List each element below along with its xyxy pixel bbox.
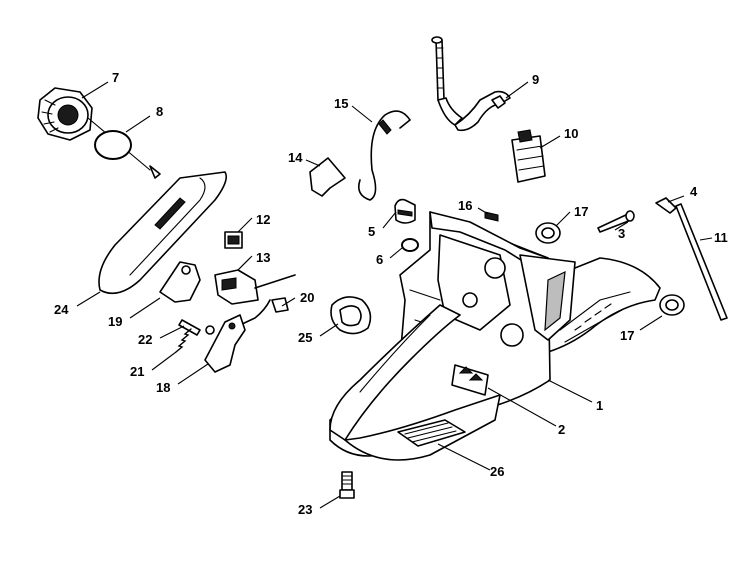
leader-lines (76, 81, 713, 509)
callout-23: 23 (298, 502, 312, 517)
callout-9: 9 (532, 72, 539, 87)
part-20-rod (239, 274, 296, 326)
part-26-decal-plate (397, 419, 466, 447)
callout-12: 13 (256, 250, 270, 265)
part-16-plug (484, 211, 499, 222)
callout-19: 19 (108, 314, 122, 329)
callout-1: 1 (596, 398, 603, 413)
part-23-screw (339, 471, 355, 499)
part-18-trigger (204, 314, 246, 373)
callout-15: 15 (334, 96, 348, 111)
callout-4: 4 (690, 184, 698, 199)
part-25-gasket (330, 296, 372, 335)
callout-13: 12 (256, 212, 270, 227)
part-15-wire (357, 110, 412, 201)
callout-7: 7 (112, 70, 119, 85)
callout-17b: 17 (620, 328, 634, 343)
callout-labels: 7 8 9 10 15 14 16 17 5 6 3 4 11 12 13 20… (54, 70, 728, 517)
callout-3: 3 (618, 226, 625, 241)
callout-11: 11 (714, 230, 728, 245)
part-24-handle-cover (98, 171, 228, 295)
callout-6: 6 (376, 252, 383, 267)
part-9-fuel-hose (431, 36, 511, 132)
part-21-spring (175, 325, 215, 353)
part-5-grommet (394, 198, 416, 224)
callout-8: 8 (156, 104, 163, 119)
part-10-fuel-filter (511, 129, 546, 183)
part-12-switch (214, 257, 259, 305)
callout-10: 10 (564, 126, 578, 141)
callout-18: 18 (156, 380, 170, 395)
part-1-housing (329, 211, 661, 461)
part-13-spring-clip (224, 231, 243, 249)
part-6-o-ring (401, 238, 419, 252)
part-22-pin (178, 319, 201, 336)
part-14-clip (309, 157, 346, 197)
callout-25: 25 (298, 330, 312, 345)
part-19-lever (159, 261, 201, 303)
part-11-rod (675, 203, 728, 321)
part-17-bushing-b (659, 294, 685, 316)
callout-22: 22 (138, 332, 152, 347)
part-3-pin (597, 210, 635, 233)
callout-14: 14 (288, 150, 303, 165)
callout-20: 20 (300, 290, 314, 305)
callout-5: 5 (368, 224, 375, 239)
part-17-bushing-a (535, 222, 561, 244)
callout-26: 26 (490, 464, 504, 479)
callout-17a: 17 (574, 204, 588, 219)
callout-24: 24 (54, 302, 69, 317)
part-8-o-ring (94, 130, 161, 179)
callout-21: 21 (130, 364, 144, 379)
callout-16: 16 (458, 198, 472, 213)
callout-2: 2 (558, 422, 565, 437)
part-7-starter-assembly (37, 87, 151, 171)
